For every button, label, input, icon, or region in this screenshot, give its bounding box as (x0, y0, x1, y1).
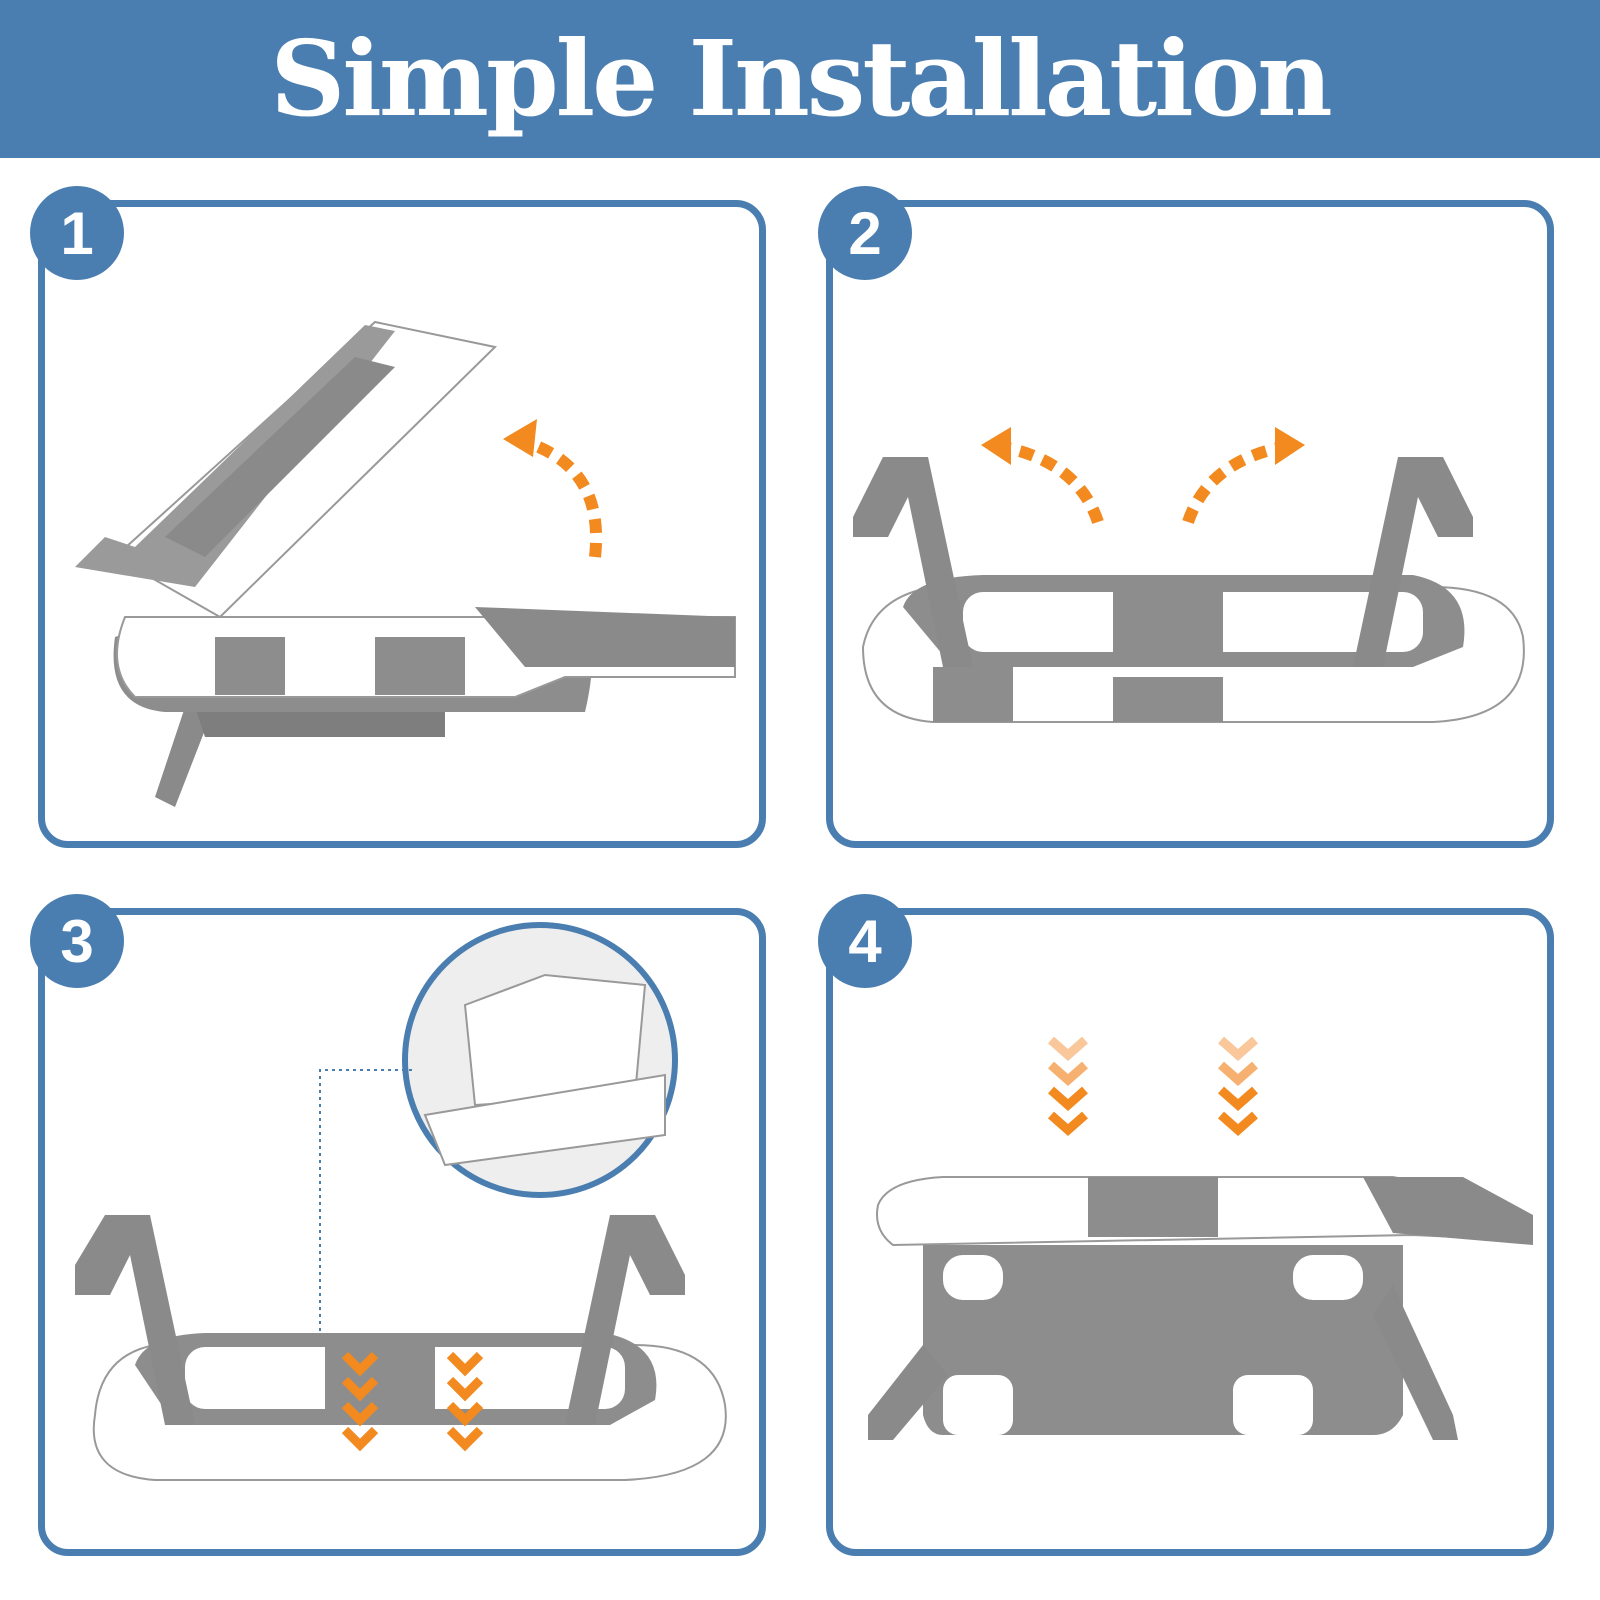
page-title: Simple Installation (270, 17, 1332, 140)
step-4-panel (826, 908, 1554, 1556)
step-number: 3 (60, 907, 94, 975)
step-1-panel (38, 200, 766, 848)
step-number: 4 (848, 907, 882, 975)
step-number: 1 (60, 199, 94, 267)
step-3-illustration (75, 922, 727, 1481)
step-number-badge: 4 (818, 894, 912, 988)
step-3-panel (38, 908, 766, 1556)
step-1-illustration (75, 320, 736, 807)
title-banner: Simple Installation (0, 0, 1600, 158)
step-number-badge: 3 (30, 894, 124, 988)
step-number: 2 (848, 199, 882, 267)
step-2-panel (826, 200, 1554, 848)
step-2-illustration (853, 427, 1525, 723)
step-number-badge: 1 (30, 186, 124, 280)
step-number-badge: 2 (818, 186, 912, 280)
step-4-illustration (868, 1036, 1533, 1440)
